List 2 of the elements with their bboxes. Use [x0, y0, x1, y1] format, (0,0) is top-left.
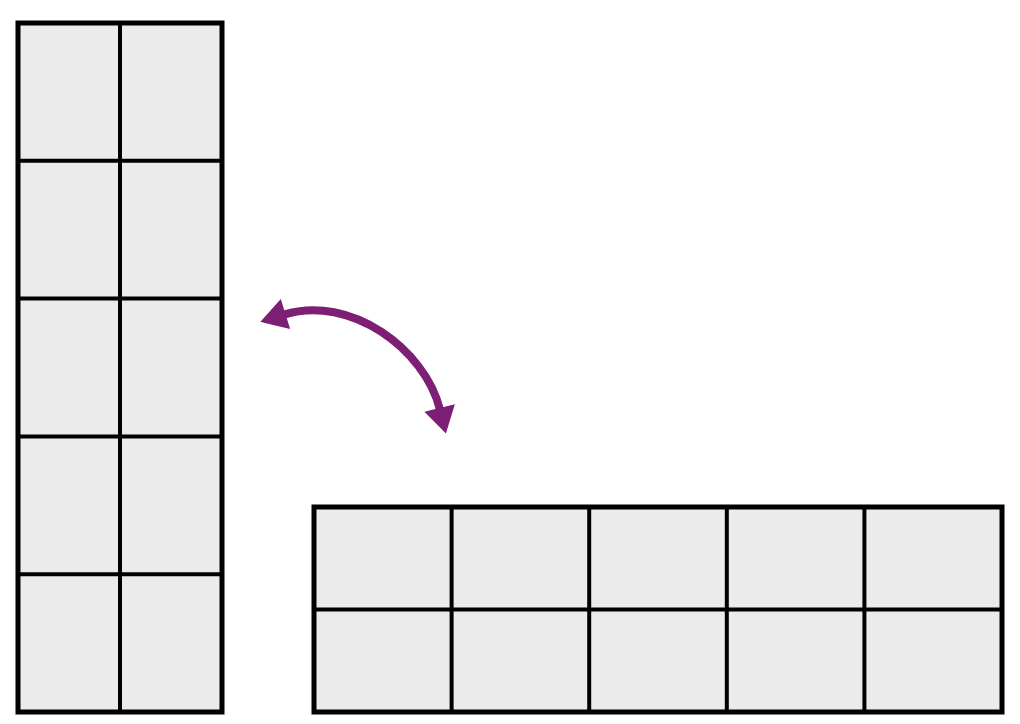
mirror-drawing [15, 20, 225, 715]
mirror-drawing [311, 504, 1005, 715]
